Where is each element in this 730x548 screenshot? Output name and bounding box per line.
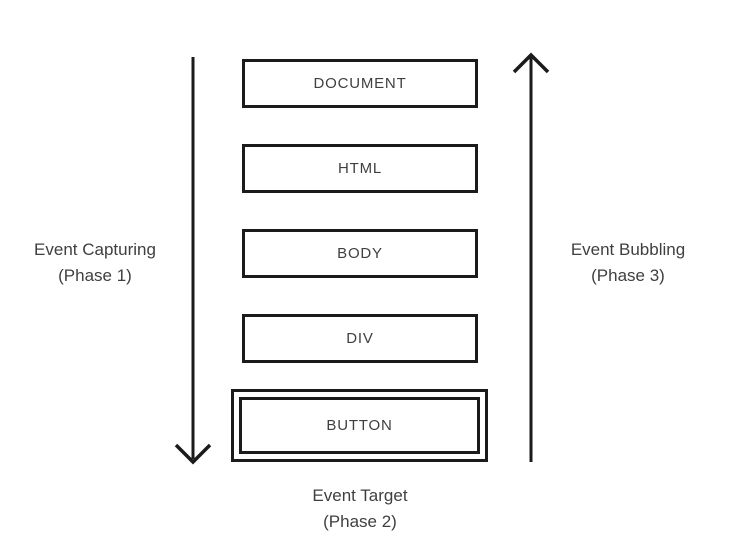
event-bubbling-label-line1: Event Bubbling [570, 240, 686, 259]
html-box: HTML [242, 144, 478, 193]
event-target-label-line1: Event Target [312, 486, 408, 505]
event-bubbling-label-line2: (Phase 3) [591, 266, 665, 285]
body-box-label: BODY [337, 245, 383, 262]
body-box: BODY [242, 229, 478, 278]
event-capturing-label-line2: (Phase 1) [58, 266, 132, 285]
event-target-label-line2: (Phase 2) [323, 512, 397, 531]
document-box: DOCUMENT [242, 59, 478, 108]
button-box-label: BUTTON [326, 417, 393, 434]
button-box-outer-frame: BUTTON [231, 389, 488, 462]
html-box-label: HTML [337, 160, 383, 177]
event-capturing-label: Event Capturing (Phase 1) [0, 237, 190, 289]
event-target-label: Event Target (Phase 2) [265, 483, 455, 535]
event-capturing-label-line1: Event Capturing [34, 240, 156, 259]
document-box-label: DOCUMENT [313, 75, 407, 92]
arrow-up-icon [512, 52, 550, 74]
event-bubbling-label: Event Bubbling (Phase 3) [533, 237, 723, 289]
div-box: DIV [242, 314, 478, 363]
div-box-label: DIV [346, 330, 374, 347]
arrow-down-icon [174, 443, 212, 465]
button-box: BUTTON [239, 397, 480, 454]
